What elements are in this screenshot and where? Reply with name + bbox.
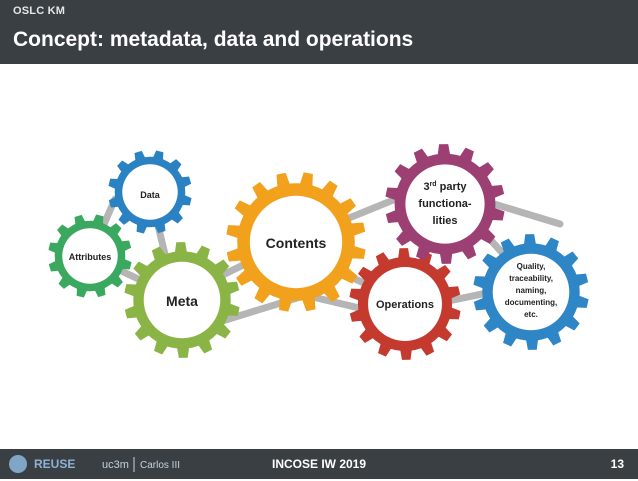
gear-diagram: Attributes Data Meta Contents Operations… <box>0 64 638 450</box>
section-label: OSLC KM <box>13 5 65 17</box>
data-label: Data <box>140 190 161 200</box>
slide-footer: REUSE uc3m Carlos III INCOSE IW 2019 13 <box>0 449 638 479</box>
conference-label: INCOSE IW 2019 <box>0 457 638 471</box>
attributes-label: Attributes <box>69 252 112 262</box>
quality-line-2: traceability, <box>509 274 553 283</box>
quality-line-4: documenting, <box>505 298 557 307</box>
slide-title: Concept: metadata, data and operations <box>13 28 413 52</box>
quality-line-3: naming, <box>516 286 547 295</box>
page-number: 13 <box>611 457 624 471</box>
gears <box>48 144 588 360</box>
third-party-line-3: lities <box>432 215 457 227</box>
contents-label: Contents <box>266 235 327 251</box>
meta-label: Meta <box>166 293 198 309</box>
operations-label: Operations <box>376 299 434 311</box>
slide-header: OSLC KM Concept: metadata, data and oper… <box>0 0 638 64</box>
third-party-line-2: functiona- <box>418 198 471 210</box>
quality-line-1: Quality, <box>517 262 546 271</box>
quality-line-5: etc. <box>524 310 538 319</box>
